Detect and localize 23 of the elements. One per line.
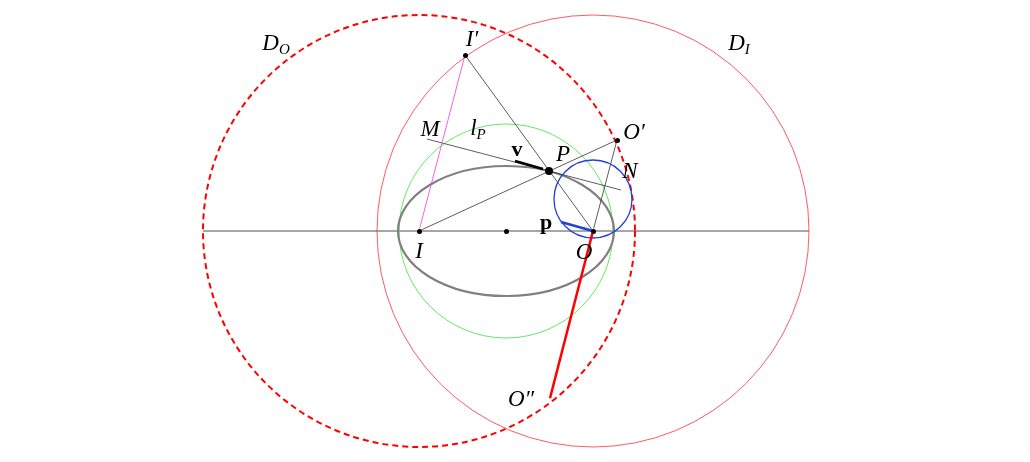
point-dot (614, 137, 620, 143)
line-segment (419, 57, 465, 229)
point-label: O′ (623, 119, 645, 143)
line-segment (593, 142, 617, 229)
point-label: l$_{P}$ (470, 116, 486, 142)
point-label: D$_{I}$ (728, 31, 750, 57)
vector-label: v (511, 138, 523, 160)
point-label: N (622, 158, 638, 182)
point-dot (590, 228, 596, 234)
point-label: P (555, 141, 571, 165)
point-dot (416, 228, 422, 234)
line-segment (548, 233, 594, 399)
point-dot (545, 167, 553, 175)
line-segment (420, 140, 616, 231)
vector-label: p (539, 211, 553, 233)
line-segment (466, 56, 592, 230)
point-label: D$_{O}$ (262, 31, 290, 57)
point-label: M (420, 116, 440, 140)
point-dot (503, 228, 509, 234)
point-dot (462, 52, 468, 58)
point-label: I (415, 238, 423, 262)
point-label: I′ (465, 26, 479, 50)
point-label: O″ (508, 386, 535, 410)
